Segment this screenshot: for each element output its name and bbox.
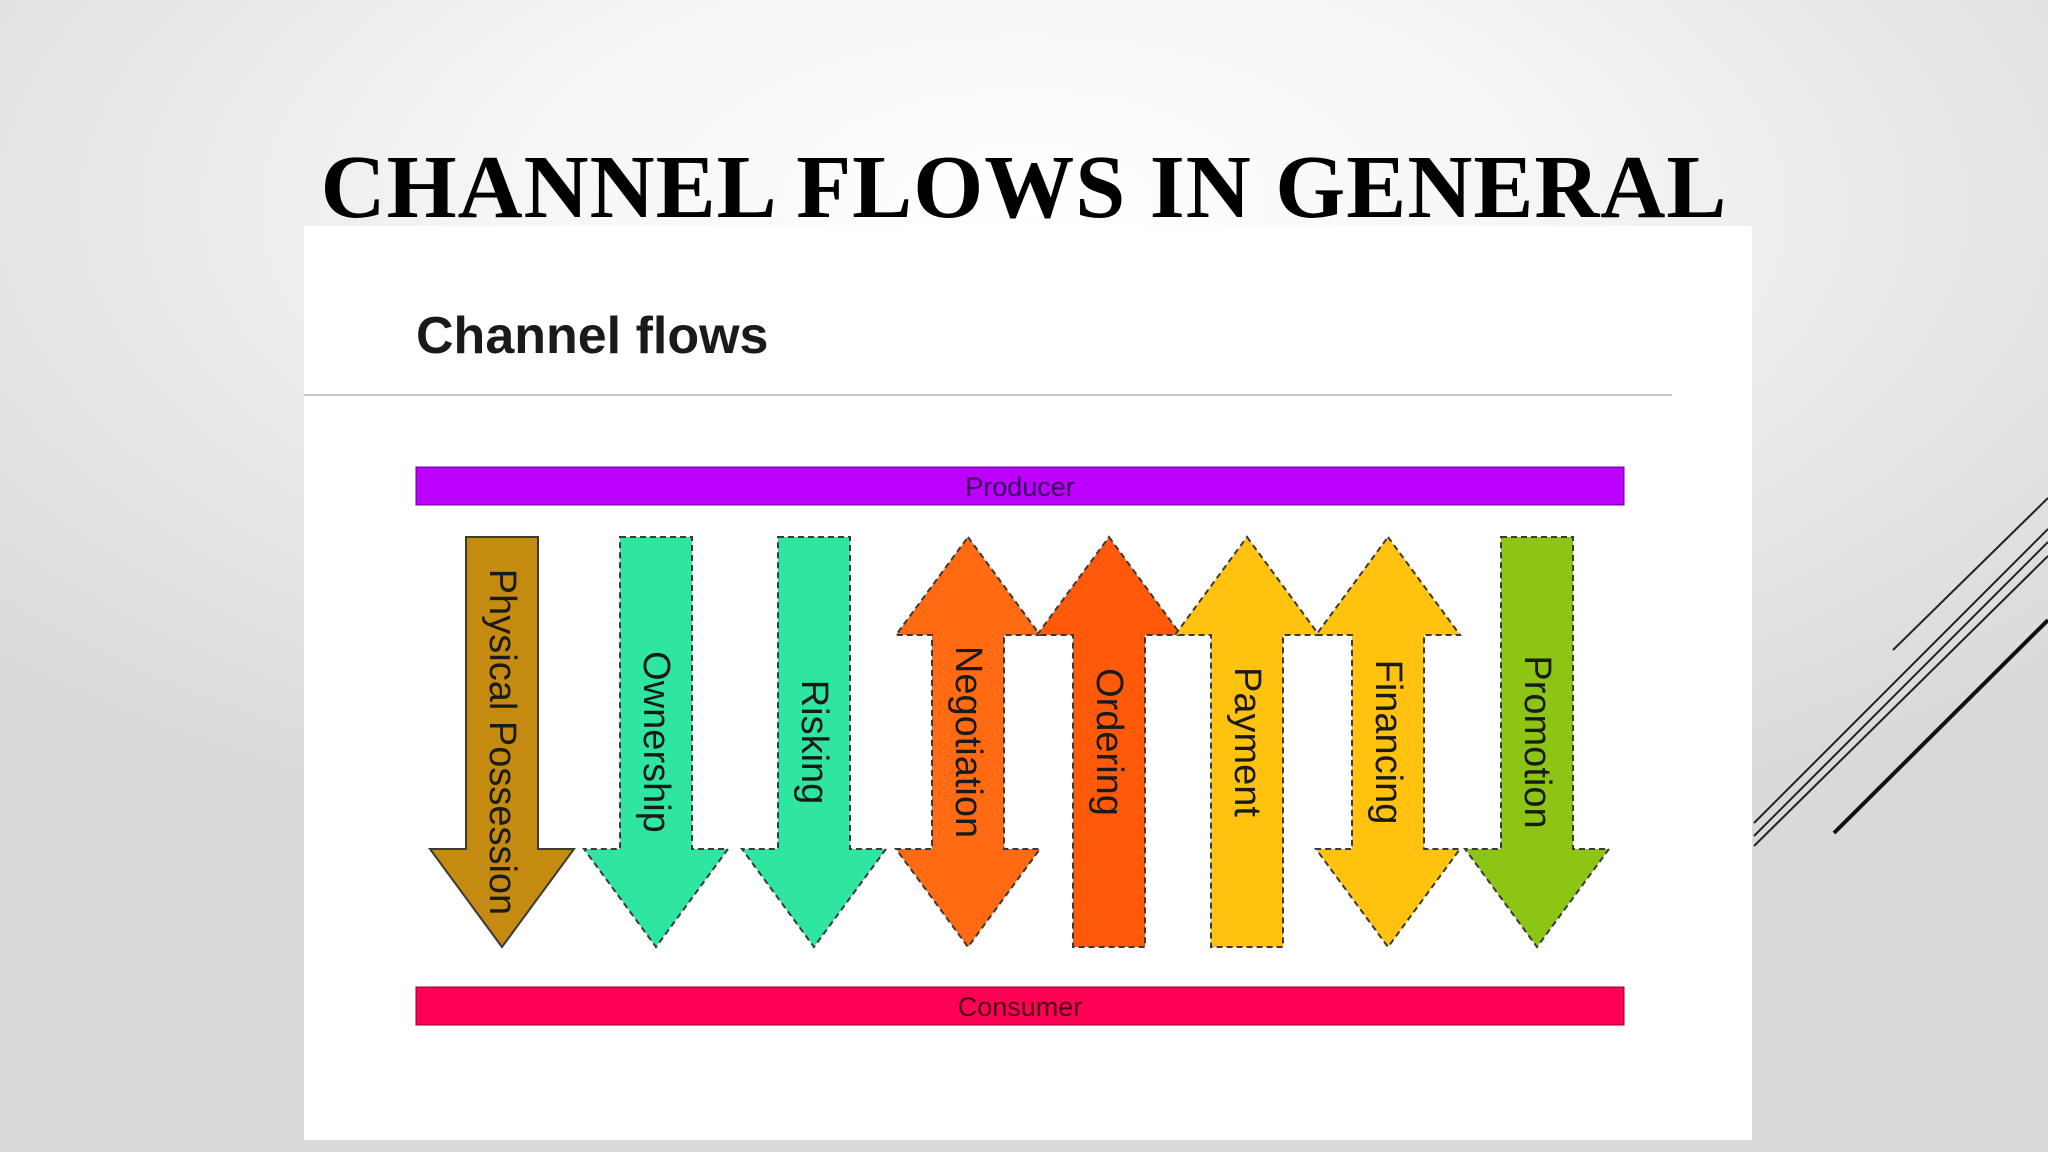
- deco-line: [1892, 497, 2048, 651]
- flow-label-negotiation: Negotiation: [947, 646, 989, 838]
- panel-heading: Channel flows: [416, 307, 769, 365]
- consumer-label: Consumer: [958, 992, 1083, 1022]
- deco-line: [1753, 541, 2048, 837]
- flow-arrow-promotion: [1463, 536, 1611, 949]
- diagram-panel: Channel flows Producer Physical Possessi…: [304, 226, 1752, 1140]
- flow-label-financing: Financing: [1367, 660, 1409, 825]
- flow-arrows: Physical Possession Ownership Risking Negot…: [428, 535, 1611, 949]
- flow-label-risking: Risking: [793, 680, 835, 805]
- flow-label-promotion: Promotion: [1516, 655, 1558, 828]
- flow-label-ownership: Ownership: [635, 651, 677, 833]
- deco-line: [1832, 618, 2048, 835]
- flow-label-physical-possession: Physical Possession: [481, 569, 523, 915]
- flow-arrow-payment: [1173, 535, 1321, 948]
- flow-arrow-ownership: [582, 536, 730, 949]
- producer-label: Producer: [965, 472, 1075, 502]
- flow-label-ordering: Ordering: [1088, 668, 1130, 816]
- channel-flows-diagram: Producer Physical Possession Ownership Ris…: [415, 466, 1625, 1026]
- deco-line: [1753, 555, 2048, 847]
- producer-bar: [415, 466, 1625, 506]
- consumer-bar: [415, 986, 1625, 1026]
- flow-arrow-ordering: [1035, 535, 1183, 948]
- flow-arrow-financing: [1314, 535, 1462, 949]
- panel-divider: [304, 394, 1672, 396]
- flow-arrow-negotiation: [894, 535, 1042, 949]
- flow-label-payment: Payment: [1226, 667, 1268, 817]
- flow-arrow-risking: [740, 536, 888, 949]
- slide-title: CHANNEL FLOWS IN GENERAL: [320, 138, 1728, 238]
- deco-line: [1753, 528, 2048, 824]
- flow-arrow-physical-possession: [428, 536, 576, 949]
